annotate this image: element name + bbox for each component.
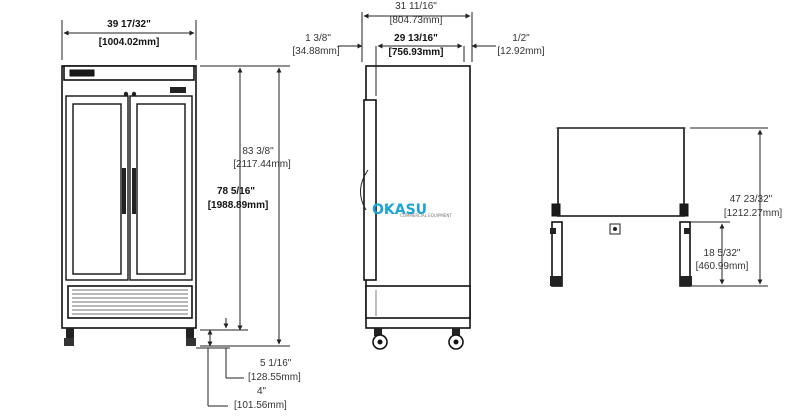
front-width-in: 39 17/32": [107, 19, 151, 30]
caster-icon: [452, 328, 460, 336]
grille-slats: [72, 289, 188, 315]
side-door-edge: [363, 99, 377, 281]
drain-icon: [609, 223, 621, 235]
bottom-height-in: 5 1/16": [260, 358, 292, 369]
caster-hub-icon: [453, 339, 459, 345]
front-view: 39 17/32" [1004.02mm] 83 3/8" [2117.44mm…: [61, 19, 301, 411]
section-total-mm: [1212.27mm]: [724, 208, 783, 219]
front-height-mm: [2117.44mm]: [233, 159, 291, 170]
section-total-in: 47 23/32": [730, 194, 773, 205]
caster-wheel-icon: [64, 338, 74, 346]
section-top-box: [557, 127, 685, 217]
side-view: 31 11/16" [804.73mm] 29 13/16" [756.93mm…: [292, 1, 545, 350]
side-left-mm: [34.88mm]: [292, 46, 339, 57]
left-handle-icon: [122, 168, 126, 214]
watermark-tagline: COMMERCIAL EQUIPMENT: [400, 213, 452, 218]
side-depth-mm: [804.73mm]: [390, 15, 443, 26]
leg-clip-icon: [550, 228, 556, 234]
section-bracket-icon: [679, 203, 689, 217]
section-lower-mm: [460.99mm]: [696, 261, 749, 272]
caster-icon: [374, 328, 382, 336]
leg-clip-icon: [684, 228, 690, 234]
caster-hub-icon: [377, 339, 383, 345]
foot-icon: [680, 276, 692, 286]
front-height-in: 83 3/8": [242, 146, 274, 157]
right-door-glass: [136, 103, 186, 275]
bottom-height-mm: [128.55mm]: [248, 372, 301, 383]
side-handle-icon: [360, 169, 369, 211]
caster-icon: [186, 328, 194, 338]
caster-height-in: 4": [257, 386, 267, 397]
caster-icon: [66, 328, 74, 338]
side-inner-mm: [756.93mm]: [388, 47, 443, 58]
side-left-in: 1 3/8": [305, 33, 331, 44]
door-hinge-icon: [123, 91, 129, 97]
drain-hole-icon: [613, 227, 617, 231]
side-cabinet: [365, 65, 471, 329]
section-bracket-icon: [551, 203, 561, 217]
front-width-mm: [1004.02mm]: [99, 37, 160, 48]
caster-height-mm: [101.56mm]: [234, 400, 287, 411]
side-right-mm: [12.92mm]: [497, 46, 544, 57]
side-depth-in: 31 11/16": [395, 1, 437, 12]
side-inner-in: 29 13/16": [394, 33, 438, 44]
side-right-in: 1/2": [512, 33, 530, 44]
door-height-in: 78 5/16": [217, 186, 255, 197]
door-height-mm: [1988.89mm]: [208, 200, 269, 211]
left-door-glass: [72, 103, 122, 275]
caster-wheel-icon: [186, 338, 196, 346]
foot-icon: [550, 276, 562, 286]
section-lower-in: 18 5/32": [704, 248, 741, 259]
section-view: 47 23/32" [1212.27mm] 18 5/32" [460.99mm…: [550, 127, 783, 287]
right-handle-icon: [132, 168, 136, 214]
watermark-brand: OKASU: [372, 202, 427, 218]
front-header: [63, 65, 195, 81]
door-hinge-icon: [131, 91, 137, 97]
side-base: [365, 285, 471, 319]
control-panel-icon: [170, 87, 186, 93]
brand-plate-icon: [69, 69, 95, 77]
okasu-watermark: OKASU COMMERCIAL EQUIPMENT: [372, 202, 452, 218]
